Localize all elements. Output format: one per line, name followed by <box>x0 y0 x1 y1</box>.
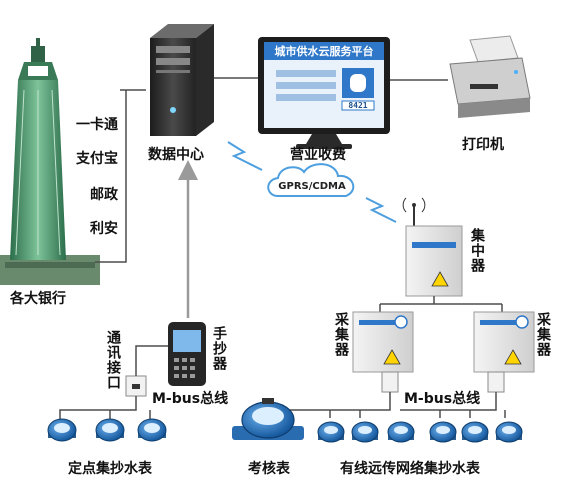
collector-left-caption: 采集器 <box>333 312 349 357</box>
business-caption: 营业收费 <box>290 147 346 163</box>
mbus-left-caption: M-bus总线 <box>152 391 229 407</box>
bank-tower-icon <box>0 38 100 285</box>
cloud-icon <box>267 163 355 197</box>
concentrator-box-icon <box>402 197 463 297</box>
screen-title: 城市供水云服务平台 <box>275 44 374 58</box>
wired-meters-caption: 有线远传网络集抄水表 <box>340 461 480 477</box>
network-label: GPRS/CDMA <box>278 181 346 192</box>
printer-icon <box>449 35 531 118</box>
monitor-icon <box>258 37 390 149</box>
banks-caption: 各大银行 <box>10 291 66 307</box>
data-center-caption: 数据中心 <box>148 147 204 163</box>
collector-left-icon <box>352 311 414 393</box>
bank-item-lian: 利安 <box>90 221 118 237</box>
concentrator-bus-lines <box>379 296 503 312</box>
bank-item-alipay: 支付宝 <box>76 151 118 167</box>
comm-port-lines <box>59 345 168 420</box>
collector-right-icon <box>473 311 535 393</box>
check-meter-caption: 考核表 <box>248 461 290 477</box>
wired-meter-icons <box>317 421 523 443</box>
collector-right-caption: 采集器 <box>535 312 551 357</box>
fixed-meter-icons <box>47 418 167 442</box>
comm-port-icon <box>125 375 147 397</box>
handheld-caption: 手抄器 <box>211 326 227 371</box>
wireless-signal-icon <box>227 141 397 223</box>
concentrator-caption: 集中器 <box>469 228 485 273</box>
comm-port-caption: 通讯接口 <box>105 330 121 390</box>
handheld-reader-icon <box>168 322 206 386</box>
mbus-right-caption: M-bus总线 <box>404 391 481 407</box>
check-meter-icon <box>232 398 304 440</box>
bank-item-ykt: 一卡通 <box>76 117 118 133</box>
screen-digits: 8421 <box>348 101 367 110</box>
bank-item-post: 邮政 <box>90 187 118 203</box>
bank-connector-lines <box>95 89 146 263</box>
printer-caption: 打印机 <box>462 137 504 153</box>
server-icon <box>150 24 214 136</box>
fixed-meters-caption: 定点集抄水表 <box>68 461 152 477</box>
